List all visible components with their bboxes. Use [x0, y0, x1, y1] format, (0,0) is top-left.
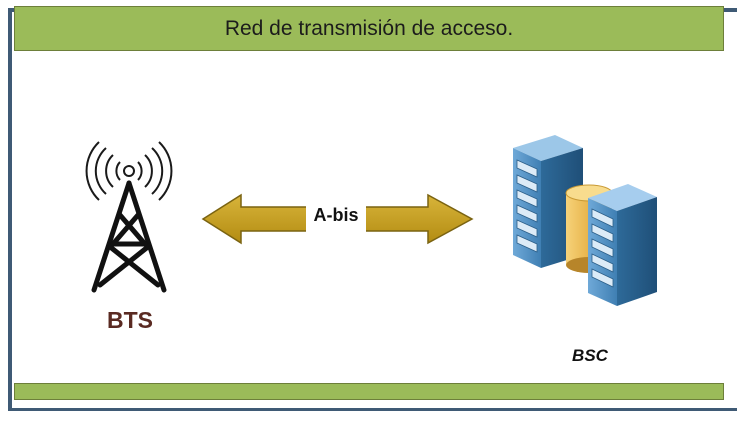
title-banner: Red de transmisión de acceso. — [14, 6, 724, 51]
bsc-label: BSC — [572, 346, 608, 365]
double-arrow-icon — [201, 193, 474, 245]
footer-banner — [14, 383, 724, 400]
bts-label: BTS — [107, 307, 153, 333]
cell-tower-icon — [85, 141, 173, 293]
link-label: A-bis — [313, 205, 359, 225]
server-rack-icon — [588, 184, 657, 306]
diagram-title: Red de transmisión de acceso. — [224, 16, 514, 40]
